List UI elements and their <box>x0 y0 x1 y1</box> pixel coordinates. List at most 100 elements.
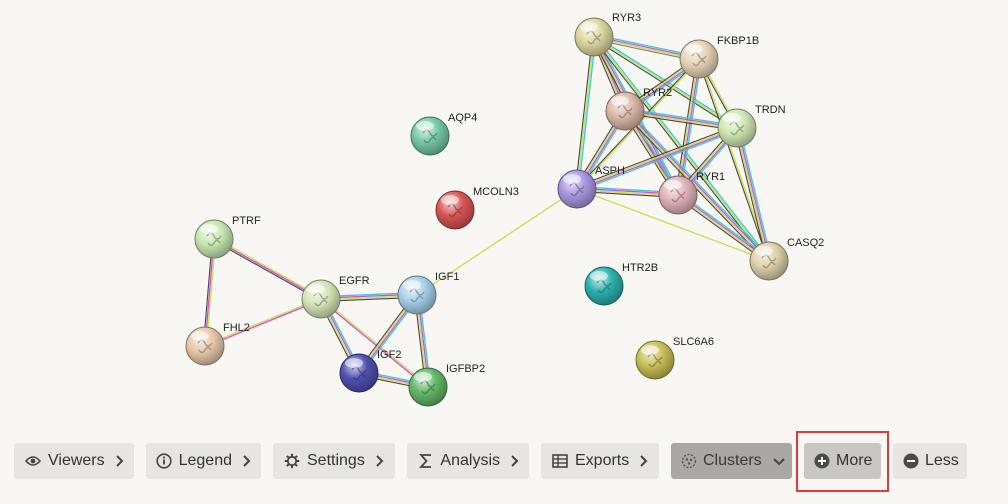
node-label: IGFBP2 <box>446 363 485 375</box>
node-gloss <box>590 271 608 281</box>
edge-evidence-line <box>321 297 429 387</box>
node-gloss <box>723 113 741 123</box>
node-label: RYR3 <box>612 12 641 24</box>
node-gloss <box>685 44 703 54</box>
exports-button[interactable]: Exports <box>541 443 659 479</box>
node-htr2b[interactable]: HTR2B <box>584 262 658 306</box>
viewers-label: Viewers <box>48 452 105 469</box>
node-label: FKBP1B <box>717 35 759 47</box>
node-gloss <box>416 121 434 131</box>
node-ptrf[interactable]: PTRF <box>194 215 261 259</box>
node-gloss <box>580 22 598 32</box>
edge-evidence-line <box>574 36 593 189</box>
edge-ptrf-egfr[interactable] <box>212 237 323 301</box>
sigma-icon <box>417 452 434 470</box>
node-gloss <box>641 345 659 355</box>
edge-evidence-line <box>593 36 738 129</box>
legend-button[interactable]: Legend <box>146 443 261 479</box>
gear-icon <box>283 452 301 470</box>
node-gloss <box>191 331 209 341</box>
more-button[interactable]: More <box>804 443 881 479</box>
edge-evidence-line <box>625 109 771 261</box>
node-label: AQP4 <box>448 112 477 124</box>
node-label: FHL2 <box>223 322 250 334</box>
node-ryr3[interactable]: RYR3 <box>574 12 641 57</box>
node-casq2[interactable]: CASQ2 <box>749 237 824 281</box>
node-label: CASQ2 <box>787 237 824 249</box>
node-label: SLC6A6 <box>673 336 714 348</box>
node-label: IGF2 <box>377 349 401 361</box>
less-button[interactable]: Less <box>893 443 967 479</box>
edge-evidence-line <box>576 126 737 189</box>
edge-evidence-line <box>213 238 322 300</box>
edge-evidence-line <box>416 188 578 296</box>
edge-evidence-line <box>204 297 321 346</box>
edge-evidence-line <box>734 128 768 262</box>
edge-evidence-line <box>577 37 597 190</box>
node-igfbp2[interactable]: IGFBP2 <box>408 363 485 407</box>
edge-evidence-line <box>214 237 323 299</box>
analysis-button[interactable]: Analysis <box>407 443 529 479</box>
edge-evidence-line <box>697 59 769 262</box>
edge-evidence-line <box>593 36 770 262</box>
node-label: HTR2B <box>622 262 658 274</box>
minus-circle-icon <box>903 452 919 470</box>
node-label: EGFR <box>339 275 370 287</box>
edge-trdn-asph[interactable] <box>575 125 739 192</box>
chevron-right-icon <box>115 454 124 468</box>
edge-evidence-line <box>577 129 739 192</box>
cluster-icon <box>681 452 697 470</box>
legend-label: Legend <box>178 452 232 469</box>
node-mcoln3[interactable]: MCOLN3 <box>435 186 519 230</box>
clusters-button[interactable]: Clusters <box>671 443 792 479</box>
node-gloss <box>441 195 459 205</box>
info-icon <box>156 452 173 470</box>
node-ryr1[interactable]: RYR1 <box>658 171 725 215</box>
node-igf2[interactable]: IGF2 <box>339 349 401 393</box>
node-gloss <box>403 280 421 290</box>
node-gloss <box>345 358 363 368</box>
node-aqp4[interactable]: AQP4 <box>410 112 477 156</box>
edge-ryr3-asph[interactable] <box>574 36 597 190</box>
node-egfr[interactable]: EGFR <box>301 275 370 319</box>
node-label: PTRF <box>232 215 261 227</box>
node-fhl2[interactable]: FHL2 <box>185 322 250 366</box>
viewers-button[interactable]: Viewers <box>14 443 134 479</box>
edge-evidence-line <box>623 111 769 263</box>
node-ryr2[interactable]: RYR2 <box>605 87 672 131</box>
node-fkbp1b[interactable]: FKBP1B <box>679 35 759 79</box>
chevron-right-icon <box>510 454 519 468</box>
edge-egfr-igfbp2[interactable] <box>320 297 429 389</box>
edge-asph-igf1[interactable] <box>416 188 578 296</box>
analysis-label: Analysis <box>440 452 500 469</box>
edge-evidence-line <box>575 125 737 188</box>
node-trdn[interactable]: TRDN <box>717 104 786 148</box>
chevron-down-icon <box>772 457 786 466</box>
toolbar: Viewers Legend Settings Analysis Exports <box>0 443 1008 483</box>
edge-evidence-line <box>626 108 772 260</box>
edge-evidence-line <box>576 188 770 262</box>
table-icon <box>551 452 569 470</box>
node-asph[interactable]: ASPH <box>557 165 625 209</box>
eye-icon <box>24 452 42 470</box>
node-slc6a6[interactable]: SLC6A6 <box>635 336 714 380</box>
edge-evidence-line <box>675 58 698 195</box>
edge-evidence-line <box>735 128 769 262</box>
edge-evidence-line <box>205 299 322 348</box>
edge-evidence-line <box>576 36 595 190</box>
more-label: More <box>836 452 873 469</box>
edge-trdn-casq2[interactable] <box>734 127 772 262</box>
node-gloss <box>414 372 432 382</box>
edge-asph-casq2[interactable] <box>576 188 770 262</box>
node-igf1[interactable]: IGF1 <box>397 271 459 315</box>
node-gloss <box>200 224 218 234</box>
edge-evidence-line <box>737 127 771 261</box>
edge-fhl2-egfr[interactable] <box>204 297 322 348</box>
settings-button[interactable]: Settings <box>273 443 395 479</box>
edge-evidence-line <box>577 128 738 191</box>
node-label: ASPH <box>595 165 625 177</box>
node-label: MCOLN3 <box>473 186 519 198</box>
node-gloss <box>755 246 773 256</box>
